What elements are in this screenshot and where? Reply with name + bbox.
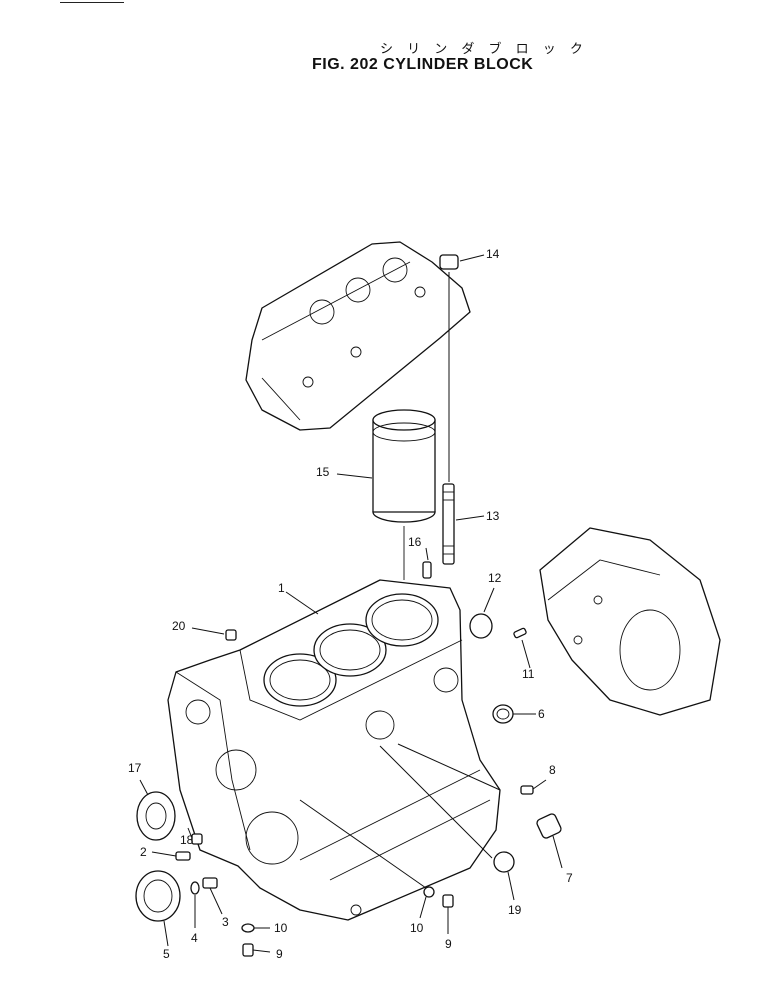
callout-9-left: 9 bbox=[276, 947, 283, 961]
callout-11: 11 bbox=[522, 667, 535, 681]
figure-title: FIG. 202 CYLINDER BLOCK bbox=[312, 56, 534, 73]
callout-15: 15 bbox=[316, 465, 330, 479]
top-rule bbox=[60, 2, 124, 3]
pin-2 bbox=[175, 851, 191, 861]
washer-10b bbox=[423, 886, 435, 898]
callout-1: 1 bbox=[278, 581, 285, 595]
plug-20 bbox=[225, 629, 237, 641]
callout-8: 8 bbox=[549, 763, 556, 777]
ring-4 bbox=[190, 881, 200, 895]
cylinder-head bbox=[245, 241, 471, 431]
plug-3 bbox=[202, 877, 218, 889]
callout-5: 5 bbox=[163, 947, 170, 961]
plug-7 bbox=[536, 813, 562, 839]
bolt-18 bbox=[191, 833, 203, 845]
callout-10-right: 10 bbox=[410, 921, 424, 935]
cylinder-block bbox=[167, 579, 501, 921]
plug-6 bbox=[492, 704, 514, 724]
washer-10a bbox=[241, 923, 255, 933]
plug-9b bbox=[442, 894, 454, 908]
callout-4: 4 bbox=[191, 931, 198, 945]
plug-19 bbox=[493, 851, 515, 873]
plug-9a bbox=[242, 943, 254, 957]
plug-12 bbox=[469, 613, 493, 639]
callout-2: 2 bbox=[140, 845, 147, 859]
callout-19: 19 bbox=[508, 903, 522, 917]
callout-16: 16 bbox=[408, 535, 422, 549]
pin-11 bbox=[513, 627, 527, 639]
callout-18: 18 bbox=[180, 833, 194, 847]
callout-9-right: 9 bbox=[445, 937, 452, 951]
plug-8 bbox=[520, 785, 534, 795]
callout-17: 17 bbox=[128, 761, 142, 775]
callout-13: 13 bbox=[486, 509, 500, 523]
callout-14: 14 bbox=[486, 247, 500, 261]
cylinder-liner bbox=[372, 409, 436, 580]
callout-3: 3 bbox=[222, 915, 229, 929]
callout-7: 7 bbox=[566, 871, 573, 885]
stud-bolt bbox=[442, 483, 455, 565]
seal-5 bbox=[135, 870, 181, 922]
figure-title-japanese: シ リ ン ダ ブ ロ ッ ク bbox=[380, 42, 588, 57]
callout-20: 20 bbox=[172, 619, 186, 633]
callout-10-left: 10 bbox=[274, 921, 288, 935]
leader-lines bbox=[139, 254, 563, 953]
head-bolt bbox=[439, 254, 459, 482]
callout-6: 6 bbox=[538, 707, 545, 721]
flywheel-housing bbox=[539, 527, 721, 716]
bearing-17 bbox=[136, 791, 176, 841]
callout-labels: 1 2 3 4 5 6 7 8 9 9 10 10 11 12 13 14 15… bbox=[128, 247, 573, 961]
dowel-pin bbox=[422, 561, 432, 579]
callout-12: 12 bbox=[488, 571, 502, 585]
